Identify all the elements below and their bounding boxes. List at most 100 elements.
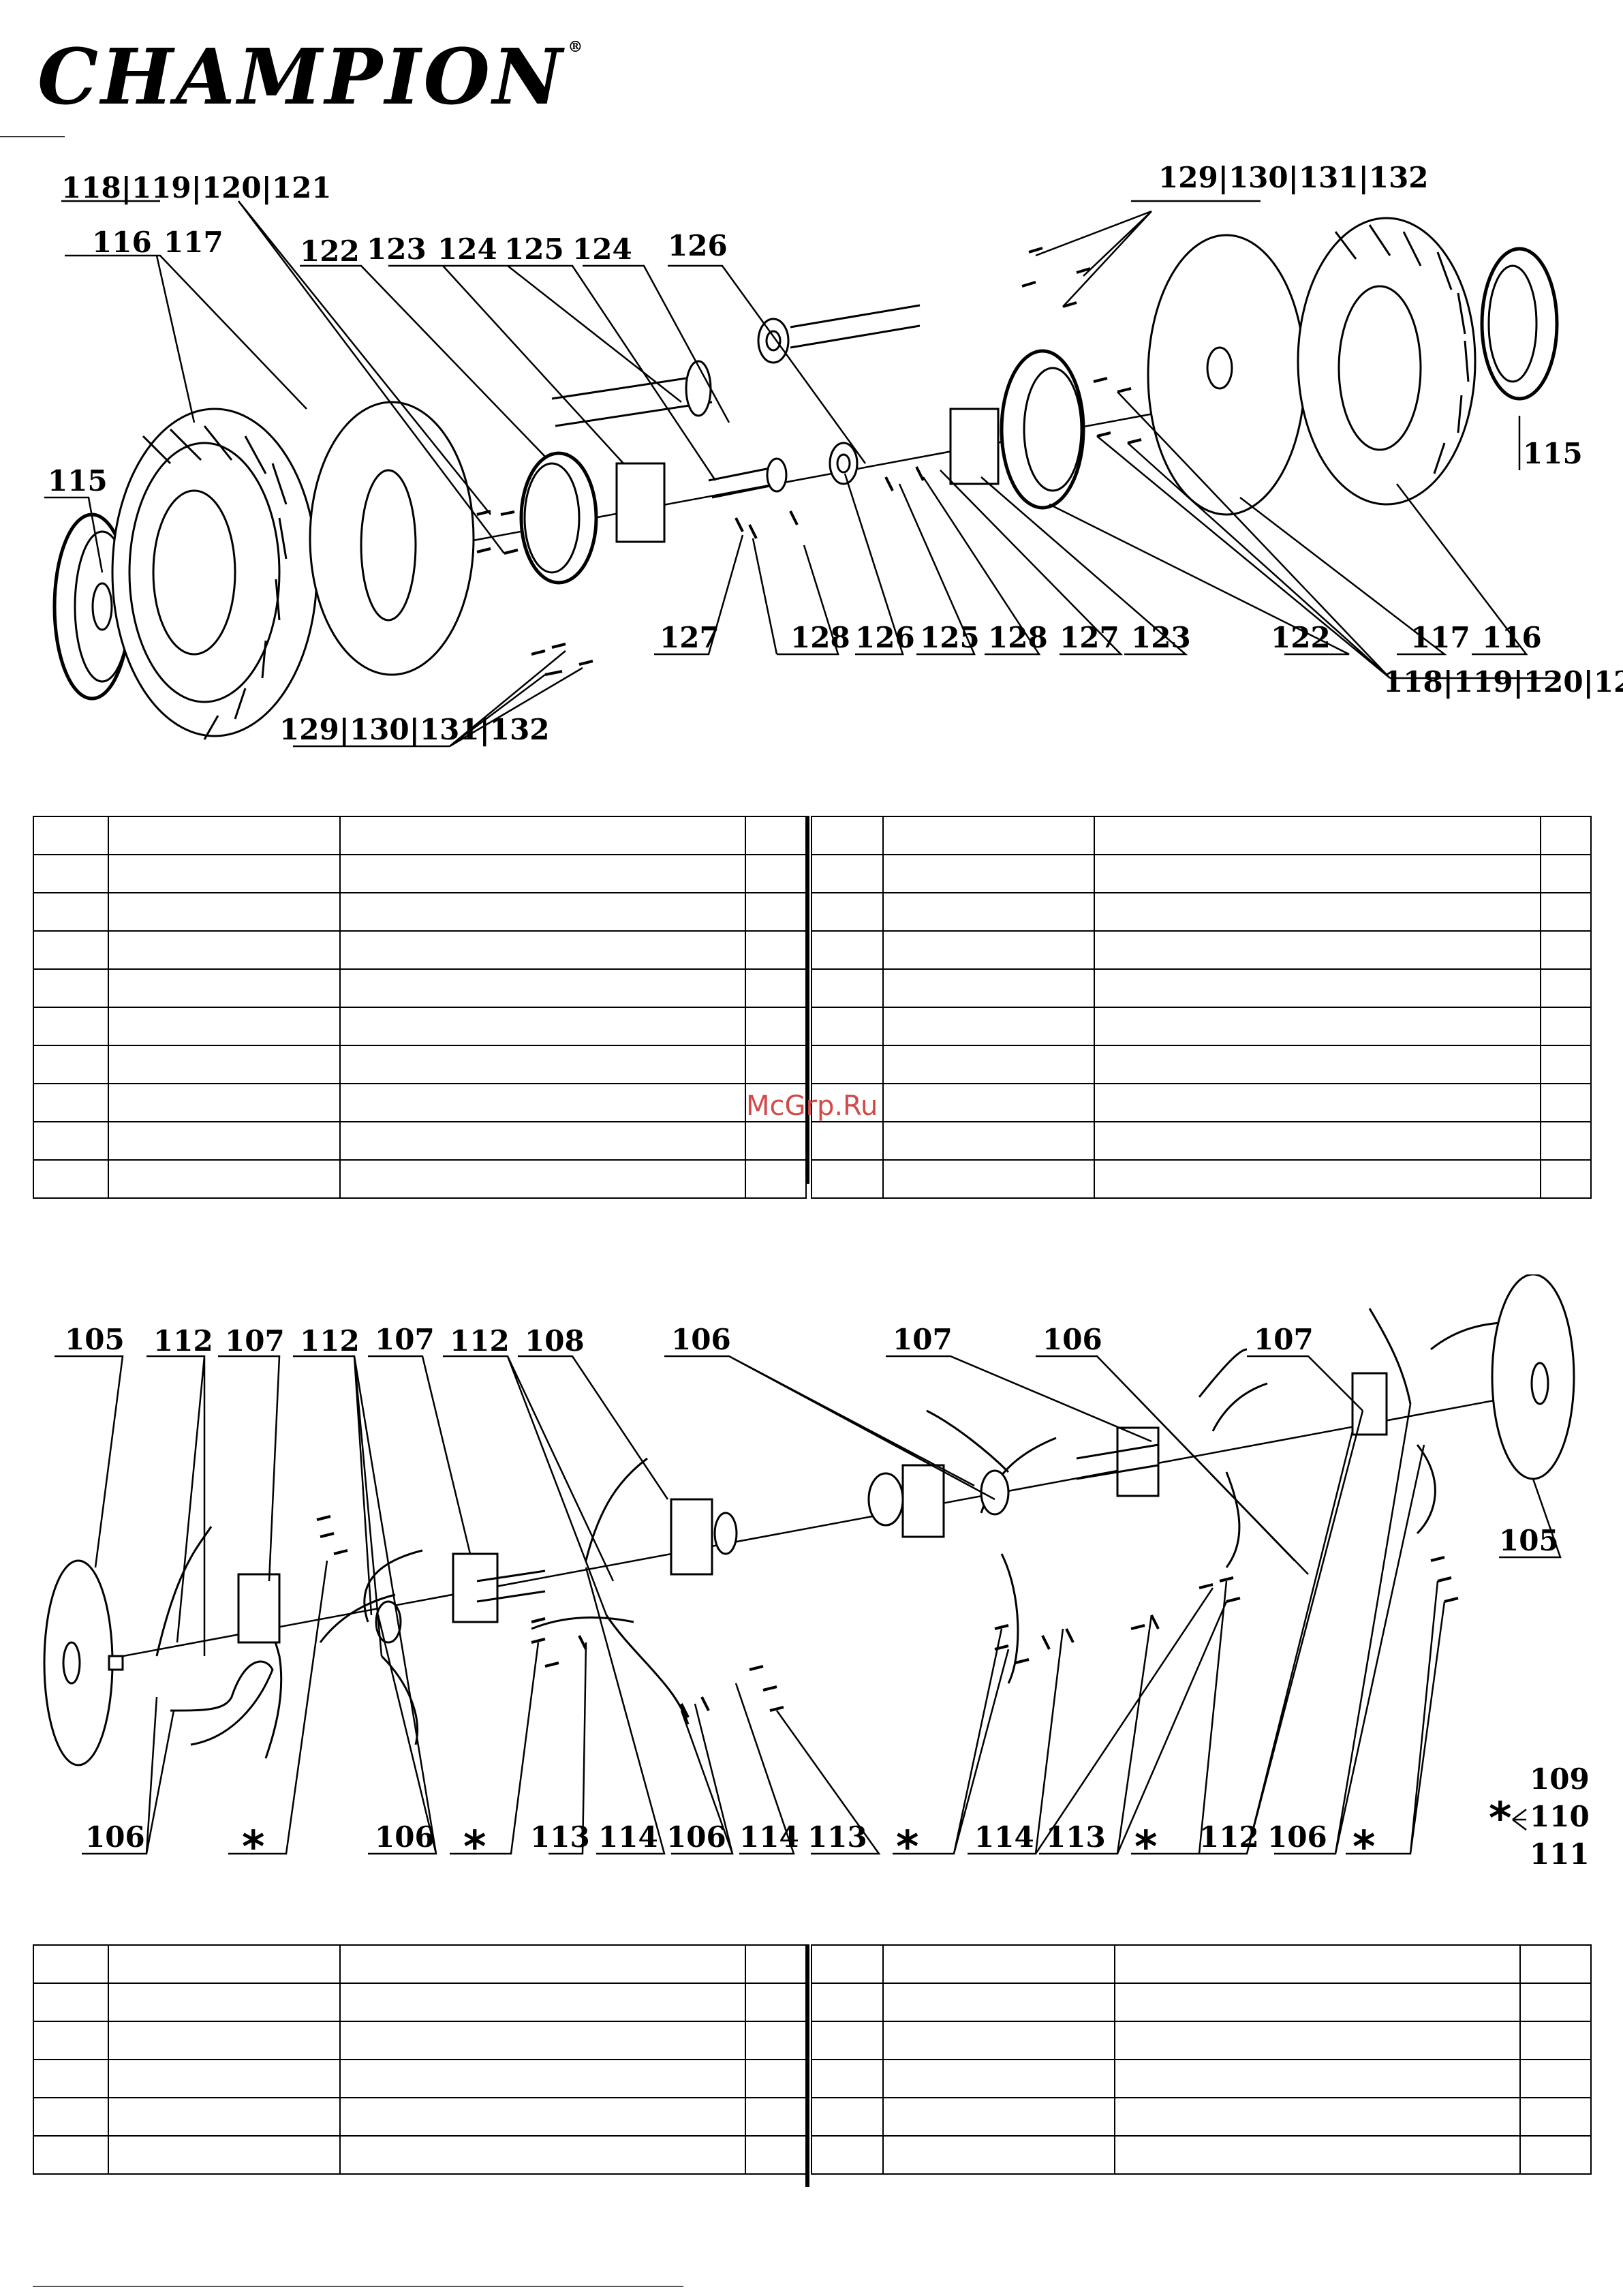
- callout-115-left: 115: [48, 464, 108, 498]
- table-cell: [108, 1944, 341, 1984]
- callout-108: 108: [525, 1324, 585, 1358]
- parts-table-1-left: [33, 816, 807, 1199]
- table-cell: [811, 1121, 884, 1161]
- table-cell: [108, 2135, 341, 2175]
- table-cell: [339, 2097, 746, 2137]
- table-cell: [1519, 2097, 1592, 2137]
- callout-112-b: 112: [300, 1324, 360, 1358]
- table-cell: [1094, 892, 1541, 932]
- table-row: [811, 930, 1592, 970]
- callout-105-left: 105: [65, 1323, 125, 1356]
- callout-star-d: *: [1134, 1822, 1157, 1873]
- table-cell: [33, 1045, 109, 1084]
- table-cell: [745, 854, 807, 893]
- table-cell: [811, 2135, 884, 2175]
- callout-106-top-a: 106: [671, 1323, 731, 1356]
- table-cell: [745, 968, 807, 1008]
- table-cell: [745, 1045, 807, 1084]
- table-row: [811, 2135, 1592, 2175]
- table-cell: [108, 2021, 341, 2060]
- table-row: [811, 1083, 1592, 1122]
- callout-126-top: 126: [668, 229, 728, 262]
- table-row: [811, 854, 1592, 893]
- table-row: [811, 2021, 1592, 2060]
- table-cell: [1519, 2059, 1592, 2098]
- table-cell: [811, 968, 884, 1008]
- table-cell: [339, 968, 746, 1008]
- table-cell: [811, 1045, 884, 1084]
- table-cell: [108, 2097, 341, 2137]
- table-cell: [1540, 854, 1592, 893]
- table-cell: [108, 2059, 341, 2098]
- table-cell: [339, 2059, 746, 2098]
- table-cell: [33, 892, 109, 932]
- table-cell: [745, 2021, 807, 2060]
- table-row: [33, 1007, 807, 1046]
- table-row: [811, 968, 1592, 1008]
- table-cell: [1519, 2021, 1592, 2060]
- table-cell: [811, 930, 884, 970]
- table-cell: [108, 1159, 341, 1199]
- table-row: [811, 2059, 1592, 2098]
- table-cell: [1094, 1007, 1541, 1046]
- parts-table-1-right: [811, 816, 1592, 1199]
- table-row: [33, 1159, 807, 1199]
- callout-106-bottom-a: 106: [85, 1820, 145, 1854]
- table-cell: [1114, 2059, 1521, 2098]
- callout-112-c: 112: [450, 1324, 510, 1358]
- table-cell: [33, 2097, 109, 2137]
- table-row: [33, 854, 807, 893]
- table-cell: [33, 854, 109, 893]
- legend-111: 111: [1530, 1837, 1590, 1871]
- table-cell: [108, 1045, 341, 1084]
- callout-106-bottom-b: 106: [375, 1820, 435, 1854]
- table-cell: [1094, 1083, 1541, 1122]
- callout-117-right: 117: [1410, 621, 1470, 654]
- table-cell: [882, 968, 1095, 1008]
- callout-116-left: 116: [92, 226, 152, 259]
- table-cell: [882, 2059, 1115, 2098]
- table-cell: [811, 1083, 884, 1122]
- callout-123-bottom: 123: [1131, 621, 1191, 654]
- footer-rule: [33, 2286, 683, 2287]
- callout-106-bottom-c: 106: [666, 1820, 726, 1854]
- table-row: [811, 816, 1592, 855]
- table-cell: [1519, 1944, 1592, 1984]
- table-cell: [882, 2021, 1115, 2060]
- callout-112-d: 112: [1199, 1820, 1259, 1854]
- table-cell: [1114, 1983, 1521, 2022]
- wheel-assembly-diagram: 118|119|120|121 116 117 122 123 124 125 …: [0, 136, 1623, 748]
- table-cell: [811, 2097, 884, 2137]
- table-cell: [339, 930, 746, 970]
- callout-107-b: 107: [375, 1323, 435, 1356]
- table-row: [33, 1045, 807, 1084]
- table-cell: [1540, 1121, 1592, 1161]
- table-cell: [1540, 1083, 1592, 1122]
- callout-127-bottom-a: 127: [660, 621, 720, 654]
- callout-107-a: 107: [225, 1324, 285, 1358]
- callout-114-b: 114: [739, 1820, 799, 1854]
- table-cell: [1114, 2135, 1521, 2175]
- table-cell: [108, 892, 341, 932]
- table-cell: [1094, 968, 1541, 1008]
- table-cell: [339, 892, 746, 932]
- wheel-callouts: 118|119|120|121 116 117 122 123 124 125 …: [48, 161, 1623, 746]
- table-cell: [745, 930, 807, 970]
- table-row: [33, 2135, 807, 2175]
- callout-124-top-b: 124: [572, 232, 632, 266]
- table-cell: [811, 1944, 884, 1984]
- table-cell: [1540, 1045, 1592, 1084]
- table-row: [33, 2059, 807, 2098]
- legend-star: *: [1489, 1794, 1511, 1844]
- table-cell: [745, 1159, 807, 1199]
- table-row: [811, 1944, 1592, 1984]
- table-cell: [1540, 892, 1592, 932]
- table-cell: [745, 1007, 807, 1046]
- table-cell: [339, 1007, 746, 1046]
- table-cell: [1114, 2021, 1521, 2060]
- callout-128-bottom-a: 128: [790, 621, 850, 654]
- table-row: [33, 1944, 807, 1984]
- table-cell: [1540, 816, 1592, 855]
- callout-118-121-left: 118|119|120|121: [61, 171, 332, 204]
- tiller-callouts: 105 112 107 112 107 112 108 106 107 106 …: [65, 1323, 1590, 1873]
